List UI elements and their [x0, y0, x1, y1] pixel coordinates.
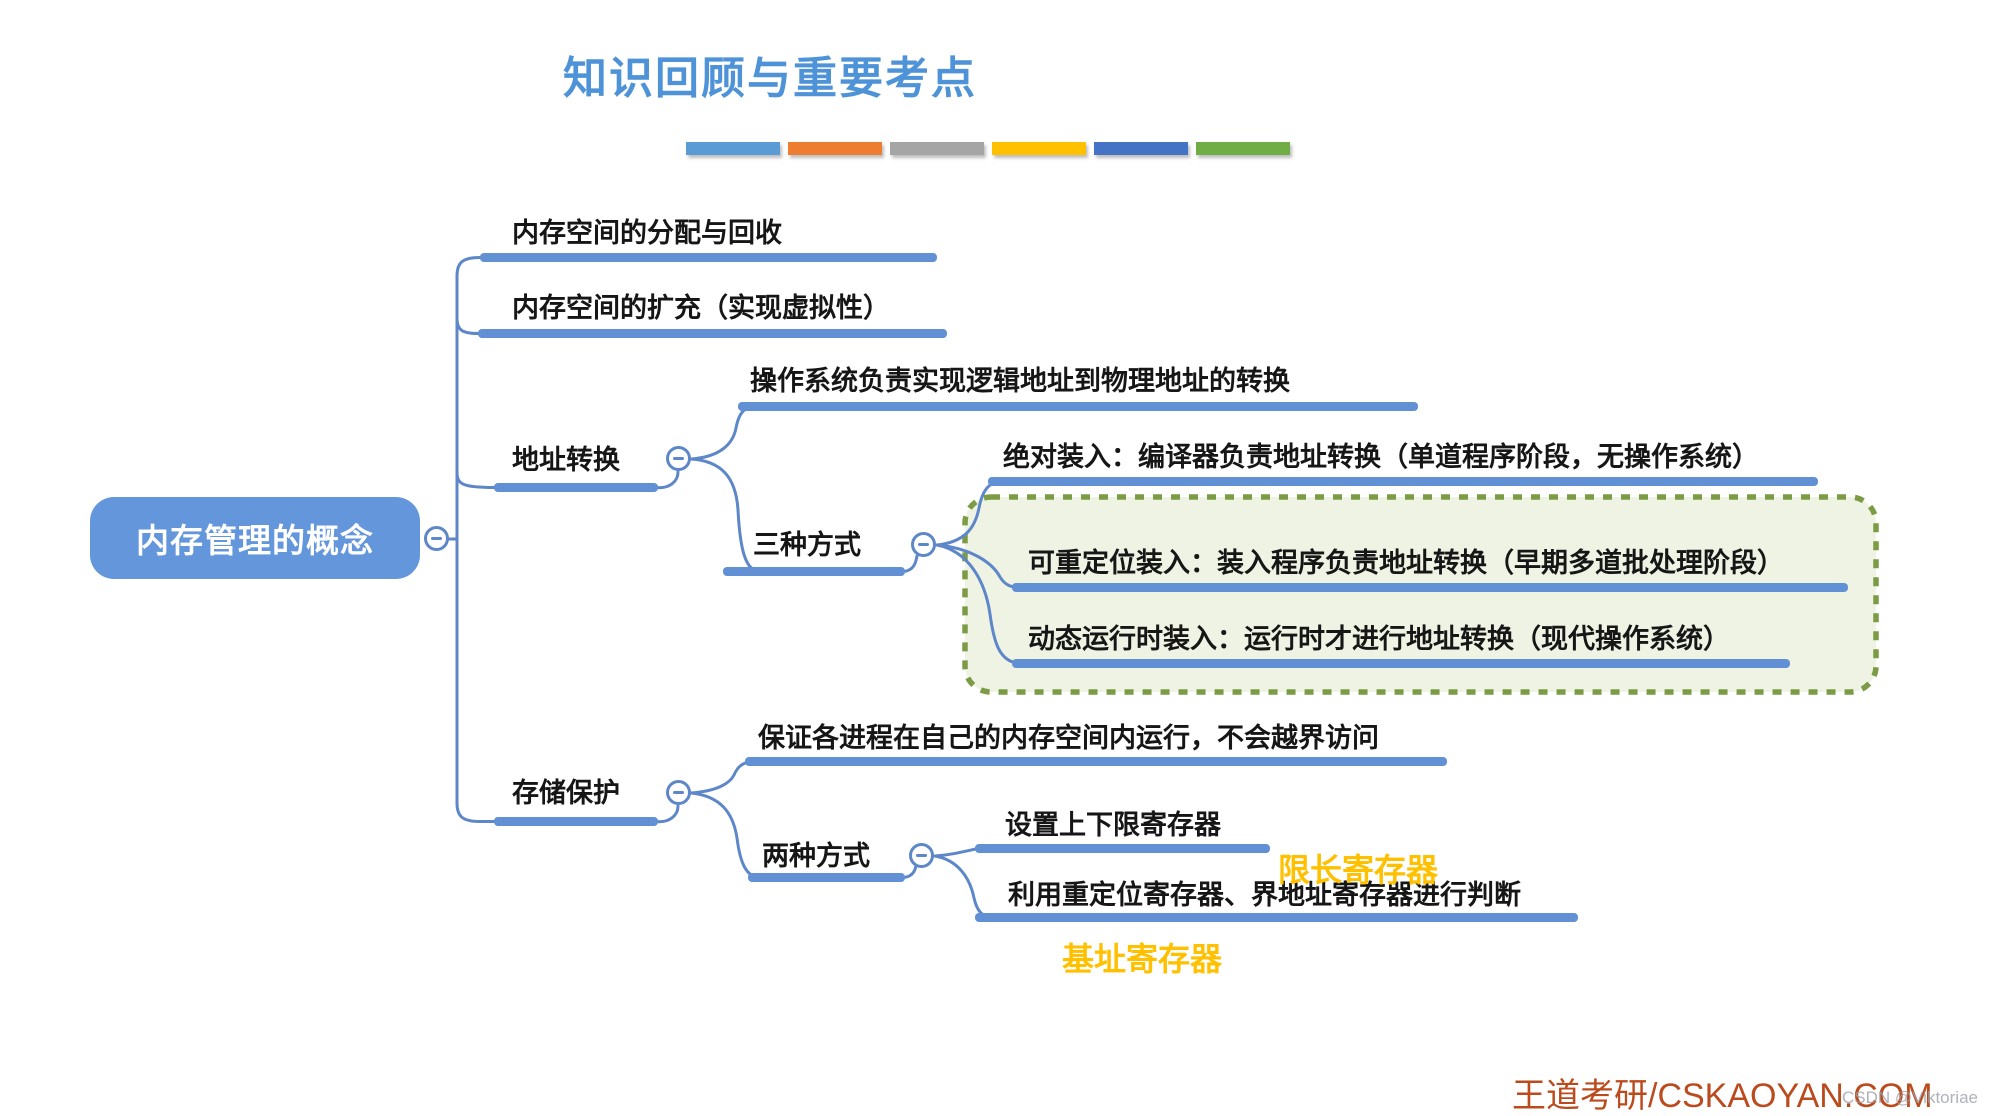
connector-curve	[689, 457, 762, 573]
node-label-protect: 存储保护	[512, 778, 620, 808]
connector-curve	[654, 804, 680, 824]
connector-curve	[455, 470, 496, 489]
node-label-upper-lower: 设置上下限寄存器	[1005, 810, 1221, 840]
node-underline	[988, 477, 1818, 486]
node-label-addr-os: 操作系统负责实现逻辑地址到物理地址的转换	[750, 366, 1290, 396]
node-underline	[975, 913, 1578, 922]
node-label-protect-desc: 保证各进程在自己的内存空间内运行，不会越界访问	[758, 723, 1379, 753]
annotation-base-register: 基址寄存器	[1062, 941, 1223, 977]
node-label-relocatable: 可重定位装入：装入程序负责地址转换（早期多道批处理阶段）	[1028, 548, 1784, 578]
node-underline	[1012, 583, 1848, 592]
minus-icon	[431, 537, 442, 540]
node-root-label: 内存管理的概念	[136, 522, 374, 559]
node-label-expand: 内存空间的扩充（实现虚拟性）	[512, 293, 890, 323]
connector-curve	[901, 554, 919, 573]
connector-curve	[901, 864, 918, 879]
node-label-reloc-bound: 利用重定位寄存器、界地址寄存器进行判断	[1008, 880, 1521, 910]
minus-icon	[673, 791, 684, 794]
node-underline	[723, 567, 905, 576]
node-underline	[494, 483, 658, 492]
three-methods-group-box	[962, 494, 1879, 695]
node-root[interactable]: 内存管理的概念	[90, 497, 420, 579]
connector-curve	[935, 543, 1024, 665]
node-label-three: 三种方式	[753, 530, 861, 560]
node-label-two: 两种方式	[762, 841, 870, 871]
node-underline	[975, 844, 1270, 853]
node-underline	[494, 817, 658, 826]
accent-bar	[890, 142, 984, 155]
accent-bar	[686, 142, 780, 155]
page-title: 知识回顾与重要考点	[563, 54, 977, 103]
node-label-absolute: 绝对装入：编译器负责地址转换（单道程序阶段，无操作系统）	[1003, 442, 1759, 472]
collapse-button-protect[interactable]	[666, 780, 691, 805]
node-label-alloc: 内存空间的分配与回收	[512, 218, 782, 248]
collapse-button-addr[interactable]	[666, 446, 691, 471]
node-underline	[478, 329, 947, 338]
collapse-button-root[interactable]	[424, 526, 449, 551]
brand-watermark: 王道考研/CSKAOYAN.COM	[1512, 1077, 1933, 1115]
node-underline	[480, 253, 937, 262]
node-underline	[738, 402, 1418, 411]
node-label-addr: 地址转换	[512, 445, 620, 475]
node-underline	[748, 873, 905, 882]
node-underline	[745, 757, 1447, 766]
connector-curve	[654, 470, 680, 490]
connector-curves	[447, 256, 1024, 919]
connector-curve	[689, 791, 762, 879]
minus-icon	[673, 457, 684, 460]
connector-curve	[933, 854, 996, 919]
collapse-button-two[interactable]	[909, 843, 934, 868]
minus-icon	[918, 543, 929, 546]
minus-icon	[916, 854, 927, 857]
connector-curve	[689, 760, 756, 795]
connector-curve	[455, 316, 480, 335]
collapse-button-three[interactable]	[911, 532, 936, 557]
accent-bar	[1094, 142, 1188, 155]
node-underline	[1012, 659, 1790, 668]
accent-bar	[1196, 142, 1290, 155]
csdn-watermark: CSDN @Viktoriae	[1842, 1088, 1978, 1107]
connector-curve	[689, 405, 758, 461]
connector-curve	[455, 256, 496, 823]
node-label-dynamic: 动态运行时装入：运行时才进行地址转换（现代操作系统）	[1028, 624, 1730, 654]
connector-curve	[933, 847, 980, 858]
accent-bar	[992, 142, 1086, 155]
accent-bar	[788, 142, 882, 155]
annotation-limit-register: 限长寄存器	[1278, 852, 1439, 888]
